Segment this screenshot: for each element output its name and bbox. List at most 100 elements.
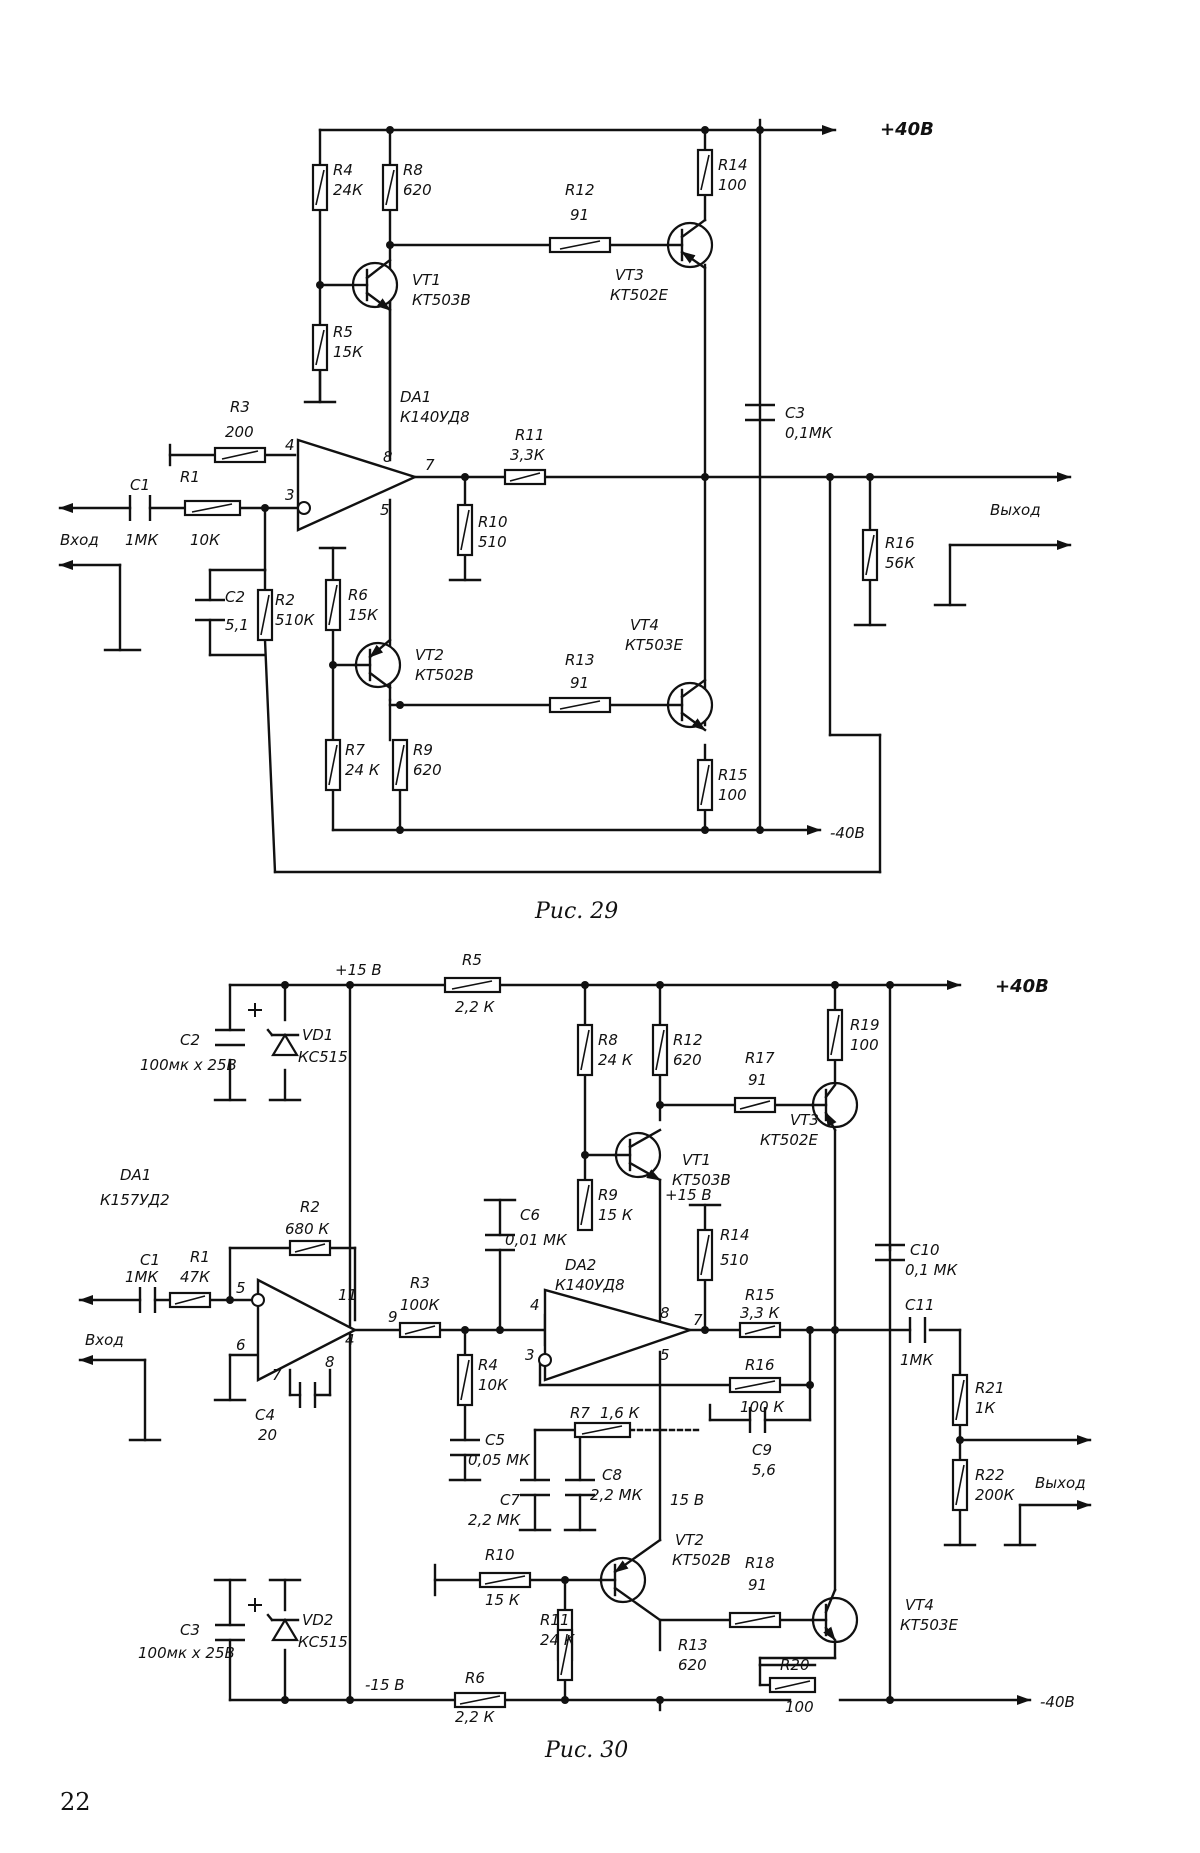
fig29-da1-pin3: 3 — [285, 486, 295, 504]
fig30-r14-val: 510 — [720, 1251, 749, 1269]
fig30-r8-val: 24 К — [598, 1051, 634, 1069]
fig29-da1-ref: DA1 — [400, 388, 431, 406]
fig30-da2-pin4: 4 — [530, 1296, 540, 1314]
fig30-r10-ref: R10 — [485, 1546, 515, 1564]
fig29-vt3-type: КТ502Е — [610, 286, 668, 304]
fig29-r10-ref: R10 — [478, 513, 508, 531]
fig30-r1-val: 47К — [180, 1268, 211, 1286]
fig30-c5-val: 0,05 МК — [468, 1451, 531, 1469]
fig30-supply-neg: -40В — [1040, 1693, 1075, 1711]
figure-29: +40В -40В Вход Выход DA1 К140УД8 4 8 3 7… — [60, 119, 1070, 924]
fig30-da2-pin7: 7 — [693, 1311, 703, 1329]
fig29-c1-ref: C1 — [130, 476, 150, 494]
fig30-r17-val: 91 — [748, 1071, 767, 1089]
fig29-r15-ref: R15 — [718, 766, 748, 784]
fig29-resistor-bodies — [185, 150, 877, 810]
fig30-r6-ref: R6 — [465, 1669, 485, 1687]
fig29-r7-val: 24 К — [345, 761, 381, 779]
fig29-vt2-symbol — [355, 640, 400, 688]
fig30-c6-ref: C6 — [520, 1206, 540, 1224]
fig29-r1-val: 10К — [190, 531, 221, 549]
fig29-r16-val: 56К — [885, 554, 916, 572]
fig30-r12-ref: R12 — [673, 1031, 703, 1049]
fig30-c11-ref: C11 — [905, 1296, 935, 1314]
fig30-vt3-type: КТ502Е — [760, 1131, 818, 1149]
fig30-r14-ref: R14 — [720, 1226, 750, 1244]
fig30-vt1-type: КТ503В — [672, 1171, 731, 1189]
fig30-da1-pin7: 7 — [272, 1366, 282, 1384]
fig30-vd2-ref: VD2 — [302, 1611, 333, 1629]
fig29-r2-ref: R2 — [275, 591, 295, 609]
fig30-vt3-ref: VT3 — [790, 1111, 819, 1129]
fig30-r19-ref: R19 — [850, 1016, 880, 1034]
fig30-supply-pos: +40В — [995, 976, 1049, 997]
fig30-r13-ref: R13 — [678, 1636, 708, 1654]
fig29-vt2-type: КТ502В — [415, 666, 474, 684]
fig30-r10-val: 15 К — [485, 1591, 521, 1609]
fig30-da2-pin8: 8 — [660, 1304, 670, 1322]
fig29-r14-val: 100 — [718, 176, 747, 194]
fig30-c7-ref: C7 — [500, 1491, 520, 1509]
fig30-c10-val: 0,1 МК — [905, 1261, 959, 1279]
fig30-c7-val: 2,2 МК — [468, 1511, 522, 1529]
fig30-r12-val: 620 — [673, 1051, 702, 1069]
fig30-node9: 9 — [388, 1308, 398, 1326]
fig30-rail-15-mid: 15 В — [670, 1491, 704, 1509]
fig29-r8-val: 620 — [403, 181, 432, 199]
fig30-r22-val: 200К — [975, 1486, 1016, 1504]
fig29-c1-val: 1МК — [125, 531, 159, 549]
fig29-vt4-ref: VT4 — [630, 616, 659, 634]
fig29-r3-val: 200 — [225, 423, 254, 441]
fig29-vt1-ref: VT1 — [412, 271, 441, 289]
fig30-r2-ref: R2 — [300, 1198, 320, 1216]
fig29-wires — [60, 120, 1070, 872]
fig30-r11-ref: R11 — [540, 1611, 570, 1629]
fig30-da1-type: К157УД2 — [100, 1191, 170, 1209]
fig30-r5-ref: R5 — [462, 951, 482, 969]
fig30-vt4-ref: VT4 — [905, 1596, 934, 1614]
fig30-c1-ref: C1 — [140, 1251, 160, 1269]
fig30-r20-ref: R20 — [780, 1656, 810, 1674]
figure-30: +40В -40В +15 В -15 В +15 В 15 В Вход Вы… — [80, 951, 1090, 1763]
fig29-r4-ref: R4 — [333, 161, 353, 179]
fig30-c2-val: 100мк х 25В — [140, 1056, 237, 1074]
fig30-c9-ref: C9 — [752, 1441, 772, 1459]
fig29-c2-val: 5,1 — [225, 616, 249, 634]
fig29-r16-ref: R16 — [885, 534, 915, 552]
fig30-vd1-symbol — [268, 1030, 298, 1055]
fig29-c3-ref: C3 — [785, 404, 805, 422]
fig29-r9-ref: R9 — [413, 741, 433, 759]
fig30-vt1-symbol — [615, 1130, 660, 1180]
fig30-r9-ref: R9 — [598, 1186, 618, 1204]
fig30-r22-ref: R22 — [975, 1466, 1005, 1484]
fig30-da1-pin8: 8 — [325, 1353, 335, 1371]
fig30-vt1-ref: VT1 — [682, 1151, 711, 1169]
fig30-r7-val: 1,6 К — [600, 1404, 641, 1422]
fig29-da1-pin7: 7 — [425, 456, 435, 474]
fig29-r7-ref: R7 — [345, 741, 365, 759]
fig30-c8-val: 2,2 МК — [590, 1486, 644, 1504]
fig30-da1-pin6: 6 — [236, 1336, 246, 1354]
fig30-da1-pin11: 11 — [338, 1286, 357, 1304]
fig30-vt4-type: КТ503Е — [900, 1616, 958, 1634]
fig30-r8-ref: R8 — [598, 1031, 618, 1049]
fig30-vt2-symbol — [600, 1540, 660, 1620]
fig30-da2-pin3: 3 — [525, 1346, 535, 1364]
fig29-opamp-da1 — [298, 440, 415, 530]
fig30-r1-ref: R1 — [190, 1248, 210, 1266]
fig29-r5-ref: R5 — [333, 323, 353, 341]
fig29-r14-ref: R14 — [718, 156, 748, 174]
fig30-r17-ref: R17 — [745, 1049, 775, 1067]
fig29-vt2-ref: VT2 — [415, 646, 444, 664]
fig29-r6-ref: R6 — [348, 586, 368, 604]
fig30-r6-val: 2,2 К — [455, 1708, 496, 1726]
fig30-c1-val: 1МК — [125, 1268, 159, 1286]
fig30-c4-ref: C4 — [255, 1406, 275, 1424]
fig30-output-label: Выход — [1035, 1474, 1086, 1492]
fig29-r12-ref: R12 — [565, 181, 595, 199]
fig30-r19-val: 100 — [850, 1036, 879, 1054]
fig30-vd1-ref: VD1 — [302, 1026, 333, 1044]
fig30-c4-val: 20 — [258, 1426, 277, 1444]
fig30-vd1-type: КС515 — [298, 1048, 348, 1066]
